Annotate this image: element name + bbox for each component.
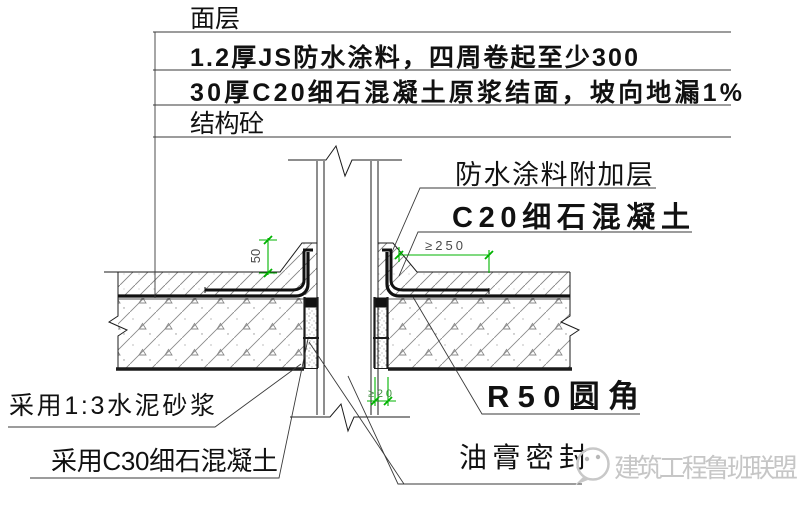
slab-outlines: [104, 242, 581, 371]
label-structure-concrete: 结构砼: [190, 110, 264, 138]
label-surface-layer: 面层: [190, 5, 240, 33]
label-cement-mortar: 采用1:3水泥砂浆: [9, 392, 215, 420]
leader-lines: [8, 31, 731, 485]
watermark-text: 建筑工程鲁班联盟: [614, 453, 798, 483]
label-c20-screed: 30厚C20细石混凝土原浆结面，坡向地漏1%: [190, 78, 742, 107]
watermark: 建筑工程鲁班联盟: [575, 447, 798, 485]
hatch-fills: [118, 243, 570, 368]
waterproof-membrane: [118, 248, 570, 298]
dim-groove-20: ≥20: [368, 388, 392, 400]
label-c30-concrete: 采用C30细石混凝土: [51, 446, 278, 476]
pipe: [288, 144, 410, 433]
sealant-cap-right: [374, 297, 388, 308]
label-sealant: 油膏密封: [459, 442, 587, 473]
label-js-waterproof: 1.2厚JS防水涂料，四周卷起至少300: [190, 43, 638, 72]
label-additional-layer: 防水涂料附加层: [455, 160, 653, 190]
label-c20-concrete: C20细石混凝土: [452, 200, 690, 234]
watermark-logo-icon: [575, 447, 610, 485]
pipe-top-break: [288, 144, 402, 178]
dim-extend-250: ≥250: [425, 238, 463, 253]
dim-upturn-50: 50: [248, 249, 263, 263]
sealant-cap-left: [304, 297, 318, 308]
label-r50-fillet: R50圆角: [487, 379, 639, 414]
pipe-bottom-break: [290, 402, 410, 433]
